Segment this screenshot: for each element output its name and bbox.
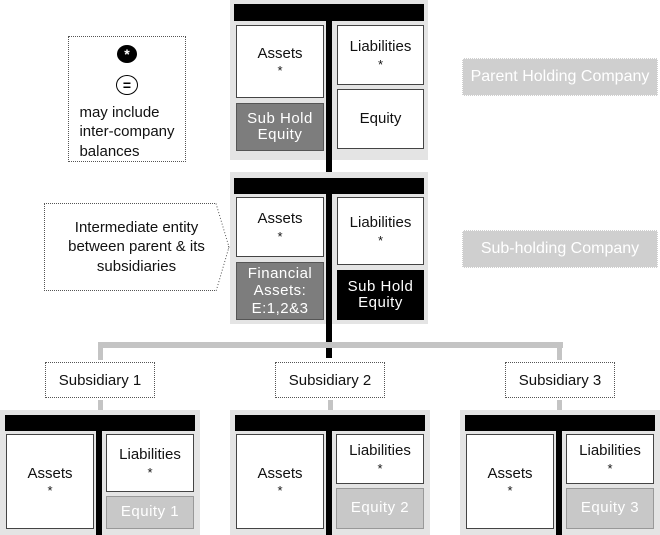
sub-holding-ledger-divider <box>326 194 332 358</box>
subsidiary-2-ledger-divider <box>326 431 332 535</box>
legend-text: may include inter-company balances <box>79 103 175 160</box>
subsidiary-2-assets-box: Assets * <box>236 434 324 529</box>
subsidiary-3-ledger-divider <box>556 431 562 535</box>
parent-sub-hold-equity-box: Sub Hold Equity <box>236 103 324 151</box>
intermediate-entity-note: Intermediate entity between parent & its… <box>44 203 229 291</box>
subsidiary-1-assets-box: Assets * <box>6 434 94 529</box>
subsidiary-1-liabilities-box: Liabilities * <box>106 434 194 492</box>
parent-assets-box: Assets * <box>236 25 324 98</box>
note-arrow-outline <box>215 203 230 292</box>
subsidiary-1-ledger-divider <box>96 431 102 535</box>
subsidiary-2-equity-box: Equity 2 <box>336 488 424 529</box>
subsidiary-3-assets-box: Assets * <box>466 434 554 529</box>
connector-sub1-bottom <box>98 400 103 412</box>
connector-horizontal <box>98 342 563 348</box>
asterisk-symbol: * <box>117 45 137 63</box>
parent-holding-tag: Parent Holding Company <box>462 58 658 96</box>
legend-box: * = may include inter-company balances <box>68 36 186 162</box>
connector-sub2-bottom <box>328 400 333 412</box>
parent-ledger-divider <box>326 21 332 176</box>
subsidiary-1-equity-box: Equity 1 <box>106 496 194 529</box>
connector-sub3-bottom <box>557 400 562 412</box>
parent-ledger-header <box>234 4 424 21</box>
equals-symbol: = <box>116 74 138 95</box>
subsidiary-1-ledger-header <box>5 415 195 431</box>
connector-sub3-top <box>557 342 562 360</box>
financial-assets-box: Financial Assets: E:1,2&3 <box>236 262 324 320</box>
subsidiary-2-ledger-header <box>235 415 425 431</box>
subsidiary-3-label: Subsidiary 3 <box>505 362 615 398</box>
parent-liabilities-box: Liabilities * <box>337 25 424 85</box>
connector-sub1-top <box>98 342 103 360</box>
sub-holding-ledger-header <box>234 178 424 194</box>
subsidiary-1-label: Subsidiary 1 <box>45 362 155 398</box>
subsidiary-3-equity-box: Equity 3 <box>566 488 654 529</box>
sub-holding-tag: Sub-holding Company <box>462 230 658 268</box>
subsidiary-3-ledger-header <box>465 415 655 431</box>
sub-holding-assets-box: Assets * <box>236 197 324 257</box>
parent-equity-box: Equity <box>337 89 424 149</box>
sub-holding-liabilities-box: Liabilities * <box>337 197 424 265</box>
subsidiary-3-liabilities-box: Liabilities * <box>566 434 654 484</box>
subsidiary-2-liabilities-box: Liabilities * <box>336 434 424 484</box>
sub-holding-sub-hold-equity-box: Sub Hold Equity <box>337 270 424 320</box>
subsidiary-2-label: Subsidiary 2 <box>275 362 385 398</box>
